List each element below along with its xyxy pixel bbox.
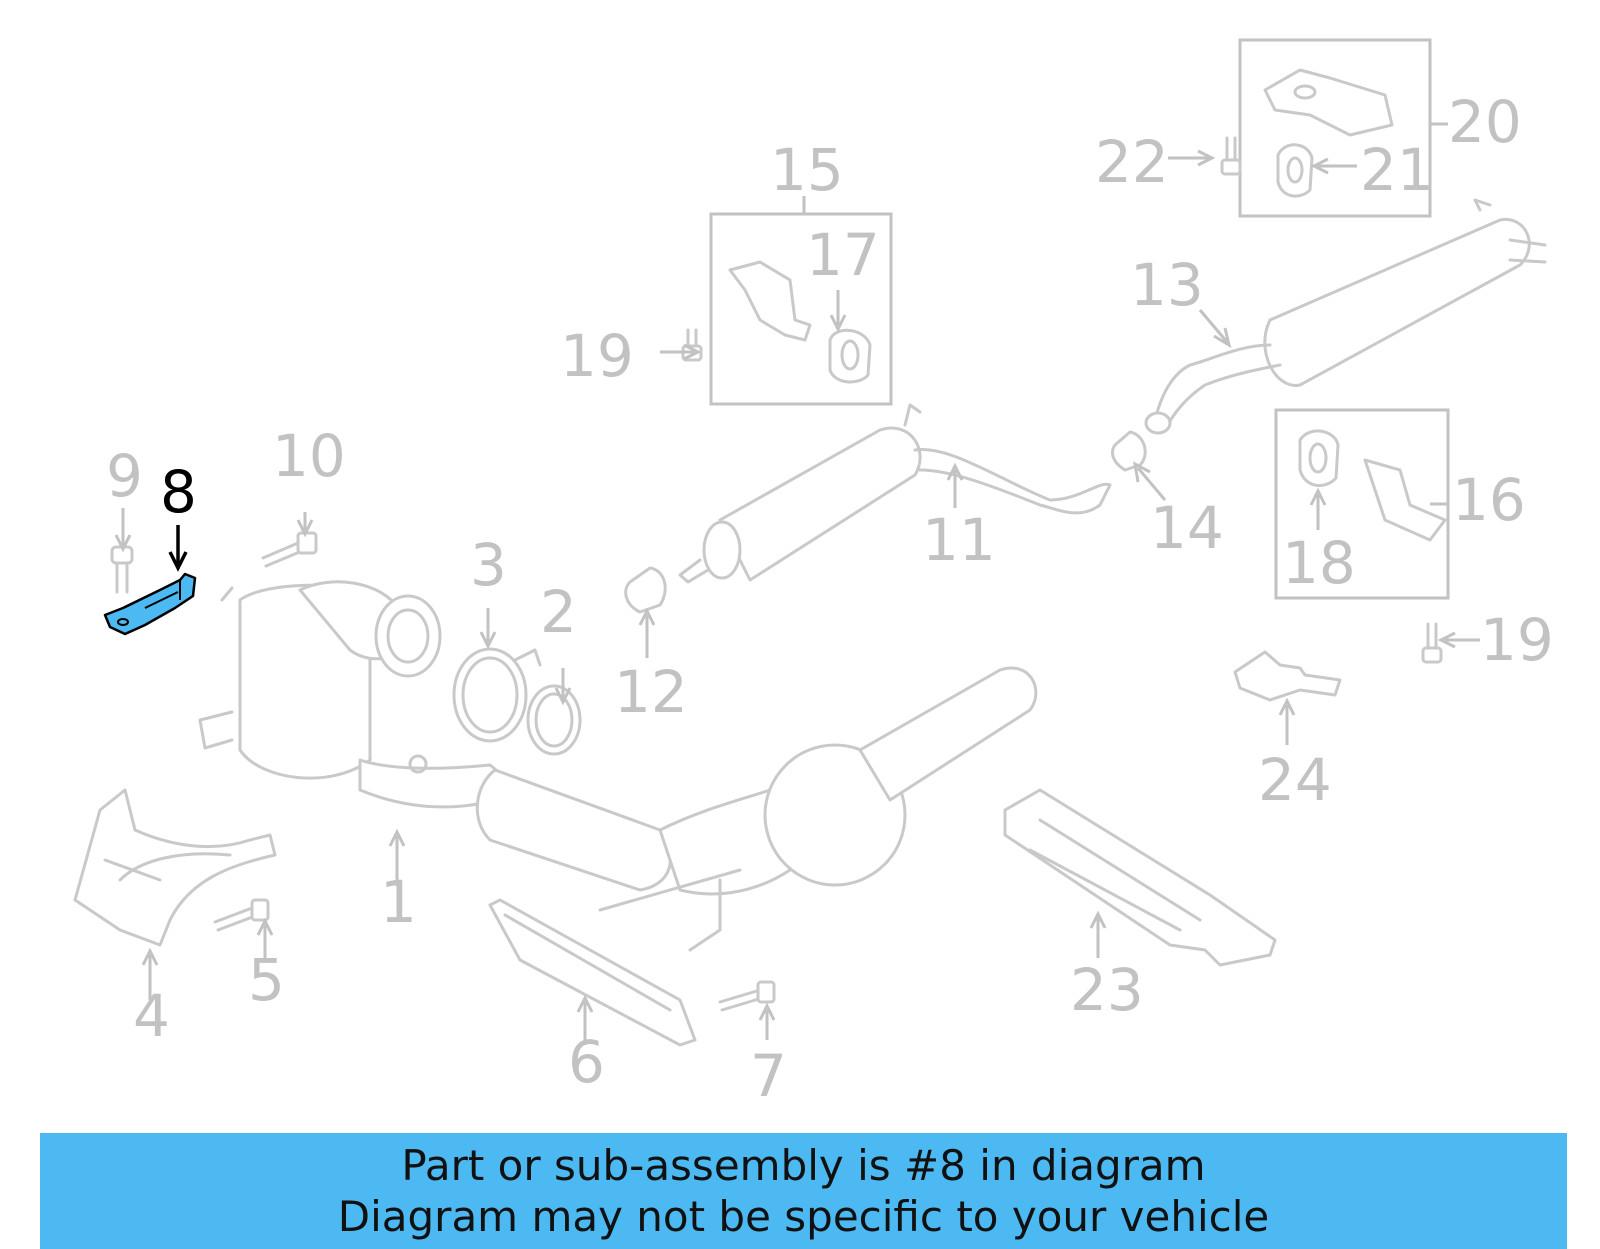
callout-3: 3 [470, 531, 507, 599]
callout-6: 6 [568, 1028, 605, 1096]
callout-23: 23 [1070, 956, 1144, 1024]
part-20-bracket [1263, 68, 1394, 137]
callout-22: 22 [1095, 128, 1169, 196]
callout-21: 21 [1360, 136, 1434, 204]
part-3-clamp [452, 647, 542, 743]
part-7-bolt [718, 980, 776, 1012]
part-2-gasket [526, 684, 582, 756]
callout-5: 5 [248, 946, 285, 1014]
callout-16: 16 [1452, 466, 1526, 534]
subassembly-box-15 [709, 212, 893, 406]
part-6-heat-shield [488, 898, 697, 1047]
part-19-bolt-lower [1421, 622, 1443, 664]
callout-4: 4 [133, 982, 170, 1050]
callout-19-upper: 19 [560, 322, 634, 390]
callout-1: 1 [380, 868, 417, 936]
callout-24: 24 [1258, 746, 1332, 814]
part-12-clamp [624, 566, 667, 614]
banner-line-disclaimer: Diagram may not be specific to your vehi… [337, 1192, 1270, 1241]
part-13-rear-muffler [1144, 198, 1547, 435]
callout-18: 18 [1282, 529, 1356, 597]
leader-lines [114, 122, 1480, 1045]
callout-8[interactable]: 8 [160, 458, 197, 526]
part-10-bolt [261, 531, 318, 568]
callout-11: 11 [922, 506, 996, 574]
part-8-bracket-highlighted[interactable] [103, 572, 197, 636]
callout-2: 2 [540, 578, 577, 646]
part-18-hanger [1298, 429, 1340, 487]
part-24-bracket [1233, 650, 1342, 702]
part-21-hanger [1276, 143, 1314, 198]
callout-9: 9 [106, 442, 143, 510]
callout-12: 12 [614, 658, 688, 726]
callout-13: 13 [1130, 251, 1204, 319]
part-11-muffler-pipe [678, 403, 1112, 584]
callout-15: 15 [770, 136, 844, 204]
part-16-bracket [1363, 458, 1447, 542]
callout-19-lower: 19 [1480, 606, 1554, 674]
subassembly-box-20 [1238, 38, 1432, 218]
info-banner: Part or sub-assembly is #8 in diagram Di… [40, 1133, 1567, 1249]
part-15-bracket [728, 260, 812, 342]
callout-10: 10 [272, 422, 346, 490]
part-4-heat-shield [73, 788, 277, 947]
callout-17: 17 [806, 221, 880, 289]
callout-20: 20 [1448, 88, 1522, 156]
part-23-heat-shield [1003, 788, 1277, 967]
banner-line-part: Part or sub-assembly is #8 in diagram [401, 1141, 1206, 1190]
part-9-bolt [110, 545, 134, 594]
callout-7: 7 [750, 1042, 787, 1110]
part-22-bolt [1220, 136, 1242, 176]
part-14-clamp [1111, 430, 1147, 472]
callout-14: 14 [1150, 494, 1224, 562]
part-17-hanger [828, 329, 872, 384]
part-5-bolt [213, 898, 270, 932]
part-1-catalytic-converter-pipe [198, 580, 1038, 952]
